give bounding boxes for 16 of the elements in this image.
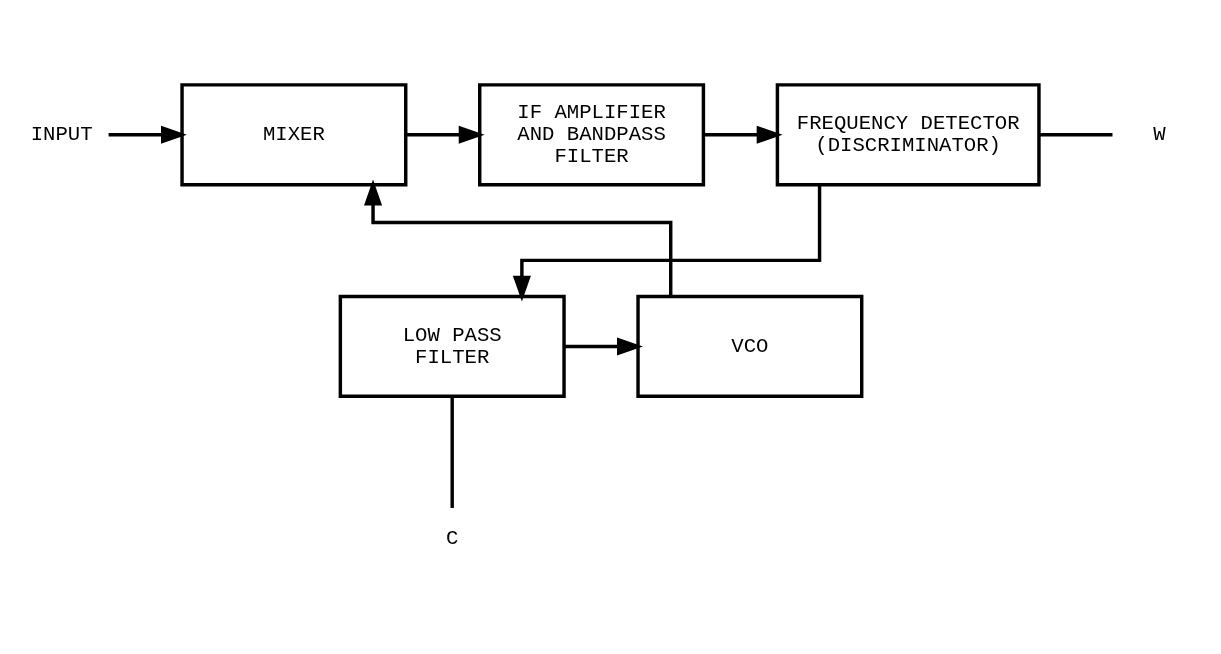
arrow xyxy=(564,336,643,355)
arrow xyxy=(406,125,485,144)
node-box: FREQUENCY DETECTOR (DISCRIMINATOR) xyxy=(775,82,1041,186)
node-box: VCO xyxy=(636,294,864,398)
node-box: MIXER xyxy=(180,82,408,186)
node-text: INPUT xyxy=(30,122,93,146)
connector xyxy=(1039,132,1113,136)
arrow xyxy=(512,184,822,302)
arrow xyxy=(703,125,783,144)
connector xyxy=(450,396,454,508)
arrow xyxy=(108,125,187,144)
node-box: IF AMPLIFIER AND BANDPASS FILTER xyxy=(478,82,706,186)
node-box: LOW PASS FILTER xyxy=(338,294,566,398)
node-text: C xyxy=(446,526,459,550)
arrow xyxy=(364,179,673,296)
node-text: W xyxy=(1153,122,1166,146)
